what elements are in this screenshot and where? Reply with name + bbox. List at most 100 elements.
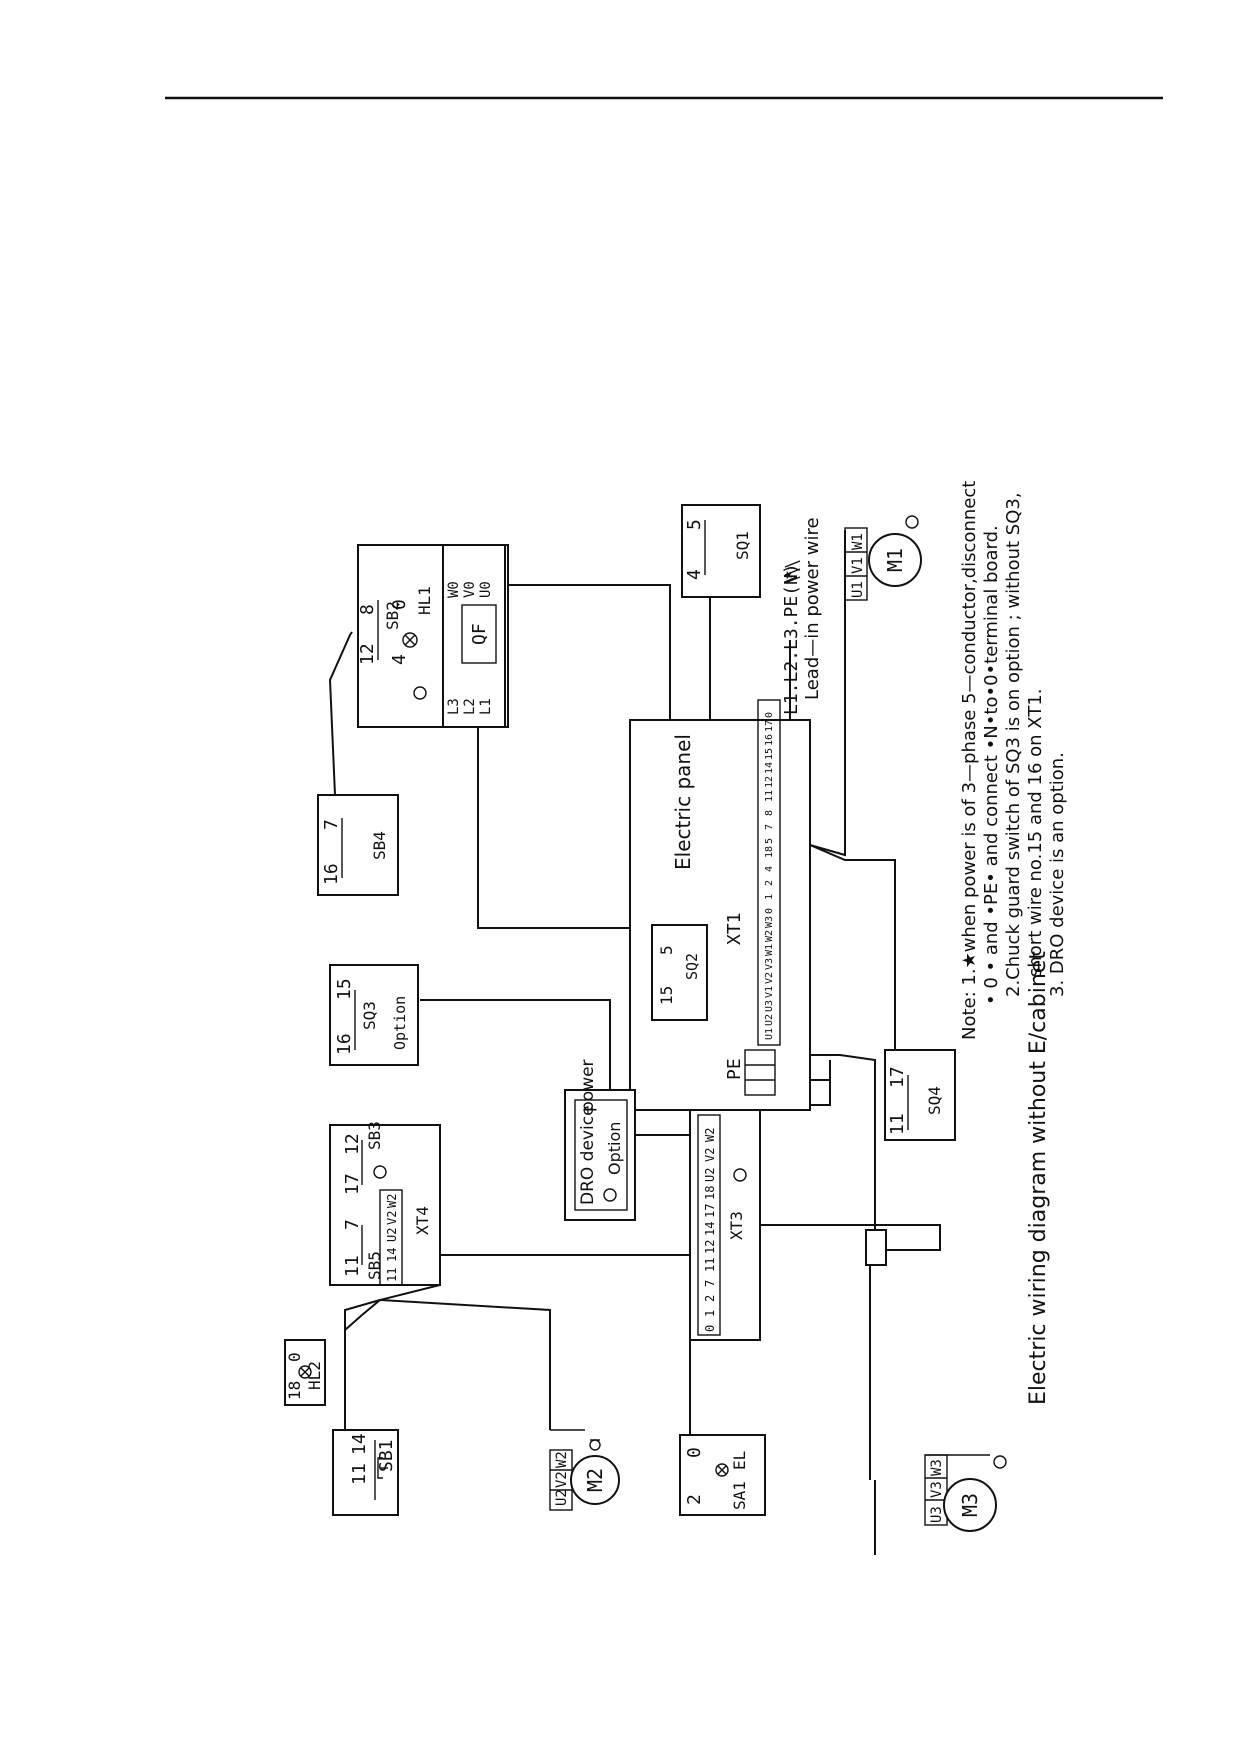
- xt1-t14: 18: [764, 846, 775, 858]
- m3-terminal-w: W3: [929, 1459, 945, 1476]
- power-inputs: L1.L2.L3.PE(N): [781, 563, 802, 715]
- xt3-terminal-18: 18: [703, 1186, 717, 1200]
- xt3-terminal-14: 14: [703, 1222, 717, 1236]
- m2-label: M2: [583, 1468, 607, 1492]
- sa1-label: SA1: [730, 1481, 749, 1510]
- xt1-label: XT1: [724, 912, 745, 945]
- wire-hl1-panel: [385, 724, 630, 929]
- wire-m1: [809, 530, 846, 857]
- sb1-label: SB1: [376, 1439, 397, 1472]
- hl1-label: HL1: [415, 586, 434, 615]
- sq3-terminal-16: 16: [334, 1033, 355, 1055]
- xt4-terminal-11: 11: [385, 1268, 399, 1282]
- wire-xt3-junction: [759, 1210, 941, 1251]
- xt3-terminal-1: 1: [703, 1310, 717, 1317]
- m2-terminal-v: V2: [554, 1471, 570, 1488]
- xt1-t8: W2: [764, 930, 775, 942]
- sq3-terminal-15: 15: [334, 978, 355, 1000]
- sb1-box: 11 14 SB1: [332, 1429, 399, 1516]
- note-line-4: short wire no.15 and 16 on XT1.: [1025, 689, 1046, 978]
- sq3-option: Option: [391, 996, 409, 1050]
- xt1-t17: 8: [764, 810, 775, 816]
- sq2-label: SQ2: [683, 953, 701, 980]
- xt1-t13: 4: [764, 866, 775, 872]
- qf-u0: U0: [478, 581, 494, 598]
- xt1-t4: V1: [764, 986, 775, 998]
- sb3-terminal-12: 12: [342, 1133, 363, 1155]
- xt3-terminal-u2: U2: [703, 1168, 717, 1182]
- m2-motor: U2 V2 W2 M2: [549, 1429, 620, 1511]
- xt3-terminal-2: 2: [703, 1295, 717, 1302]
- hl2-label: HL2: [305, 1361, 324, 1390]
- pe-label: PE: [724, 1058, 745, 1080]
- xt1-t23: 17: [764, 720, 775, 732]
- xt1-t22: 16: [764, 734, 775, 746]
- power-star: ★: [777, 570, 796, 580]
- sq1-label: SQ1: [733, 531, 752, 560]
- qf-box: QF L3 L2 L1 W0 V0 U0: [442, 544, 506, 728]
- sq4-terminal-17: 17: [887, 1066, 908, 1088]
- hl1-lamp-icon: [402, 632, 418, 648]
- sb4-terminal-16: 16: [321, 863, 342, 885]
- xt1-t11: 1: [764, 894, 775, 900]
- xt1-t19: 12: [764, 776, 775, 788]
- m1-terminal-u: U1: [850, 581, 866, 598]
- m3-terminal-u: U3: [929, 1506, 945, 1523]
- m1-terminal-w: W1: [850, 533, 866, 550]
- xt3-terminal-w2: W2: [703, 1128, 717, 1142]
- wire-m2: [379, 1299, 551, 1430]
- m3-terminal-v: V3: [929, 1481, 945, 1498]
- dro-ground-icon: [603, 1188, 617, 1202]
- xt1-t12: 2: [764, 880, 775, 886]
- el-lamp-icon: [715, 1463, 729, 1477]
- sq4-label: SQ4: [925, 1086, 944, 1115]
- sb5-ground-icon: [373, 1165, 387, 1179]
- sb4-terminal-7: 7: [321, 819, 342, 830]
- dro-device: DRO device: [578, 1105, 598, 1205]
- wire-qf-panel: [505, 584, 671, 720]
- m2-terminal-w: W2: [554, 1451, 570, 1468]
- lead-in-power-wire: Lead—in power wire: [802, 517, 823, 700]
- xt4-terminal-v2: V2: [385, 1211, 399, 1225]
- m3-ground-icon: [993, 1455, 1007, 1469]
- xt3-box: 0 1 2 7 11 12 14 17 18 U2 V2 W2 XT3: [689, 1109, 761, 1341]
- xt1-t1: U1: [764, 1028, 775, 1040]
- xt4-label: XT4: [413, 1206, 432, 1235]
- xt4-terminal-u2: U2: [385, 1228, 399, 1242]
- wire-m3-panel: [810, 1054, 876, 1480]
- qf-label: QF: [469, 623, 490, 645]
- wire-sq4: [809, 844, 896, 1093]
- panel-title: Electric panel: [671, 734, 695, 870]
- xt1-t21: 15: [764, 748, 775, 760]
- sq3-box: 16 15 SQ3 Option: [329, 964, 419, 1066]
- xt1-t16: 7: [764, 824, 775, 830]
- dro-option: Option: [605, 1122, 624, 1175]
- qf-v0: V0: [462, 581, 478, 598]
- xt1-t20: 14: [764, 762, 775, 774]
- sa1-el-box: 2 0 SA1 EL: [679, 1434, 766, 1516]
- xt3-terminal-v2: V2: [703, 1148, 717, 1162]
- sq1-terminal-5: 5: [684, 519, 705, 530]
- el-terminal-0: 0: [684, 1447, 705, 1458]
- lead-in-marks: [784, 560, 801, 584]
- note-line-3: 2.Chuck guard switch of SQ3 is on option…: [1003, 492, 1024, 997]
- sa1-terminal-2: 2: [684, 1494, 705, 1505]
- xt1-t10: 0: [764, 908, 775, 914]
- sb5-terminal-11: 11: [342, 1255, 363, 1277]
- m1-ground-icon: [905, 515, 919, 529]
- m2-ground-icon: [589, 1439, 601, 1451]
- m1-terminal-v: V1: [850, 557, 866, 574]
- hl1-ground-icon: [413, 686, 427, 700]
- xt3-terminal-11: 11: [703, 1258, 717, 1272]
- xt1-t18: 11: [764, 790, 775, 802]
- xt1-t7: W1: [764, 944, 775, 956]
- xt3-ground-icon: [733, 1168, 747, 1182]
- hl2-box: 18 0 HL2: [284, 1339, 326, 1406]
- sb2-label: SB2: [383, 601, 402, 630]
- xt3-terminal-0: 0: [703, 1325, 717, 1332]
- sq1-box: 4 5 SQ1: [681, 504, 761, 598]
- note-line-1: Note: 1.★when power is of 3—phase 5—cond…: [959, 481, 980, 1040]
- hl1-terminal-4: 4: [389, 654, 410, 665]
- xt3-terminal-7: 7: [703, 1280, 717, 1287]
- hl1-terminal-0: 0: [389, 599, 410, 610]
